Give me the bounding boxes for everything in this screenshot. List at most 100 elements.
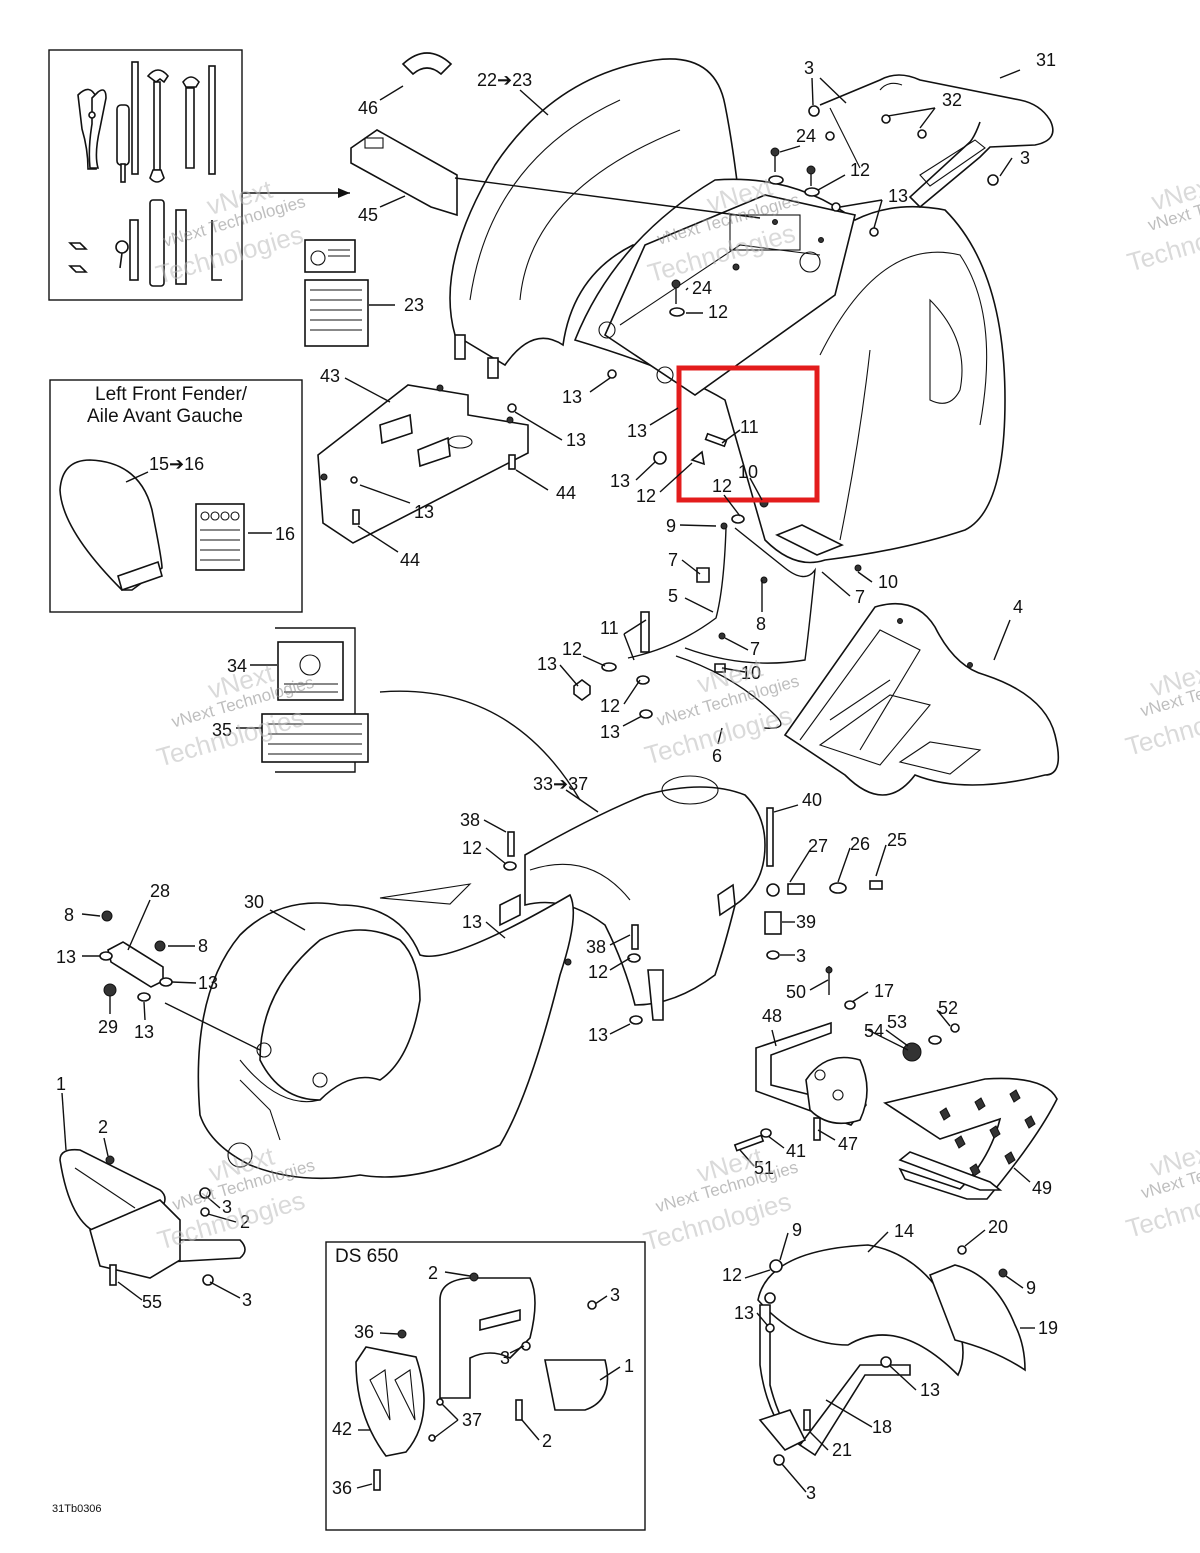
callout-14: 14	[894, 1221, 914, 1241]
callout-13: 13	[56, 947, 76, 967]
bracket-28	[99, 910, 261, 1051]
callout-9: 9	[792, 1220, 802, 1240]
callout-12: 12	[562, 639, 582, 659]
part-45-tool-bag	[350, 129, 458, 217]
highlight-box	[676, 365, 820, 503]
callout-12: 12	[636, 486, 656, 506]
callout-9: 9	[1026, 1278, 1036, 1298]
callout-19: 19	[1038, 1318, 1058, 1338]
callout-21: 21	[832, 1440, 852, 1460]
callout-39: 39	[796, 912, 816, 932]
callout-25: 25	[887, 830, 907, 850]
callout-13: 13	[134, 1022, 154, 1042]
callout-3: 3	[804, 58, 814, 78]
callout-11: 11	[740, 417, 759, 437]
callout-16: 16	[275, 524, 295, 544]
leader-lines	[61, 69, 1035, 1493]
seat-30	[197, 883, 575, 1180]
callout-38: 38	[586, 937, 606, 957]
part-46-clip	[401, 52, 453, 76]
callout-3: 3	[242, 1290, 252, 1310]
callout-3: 3	[796, 946, 806, 966]
callout-2: 2	[542, 1431, 552, 1451]
callout-12: 12	[850, 160, 870, 180]
rear-fender	[449, 58, 1006, 564]
callout-44: 44	[556, 483, 576, 503]
callout-45: 45	[358, 205, 378, 225]
callout-36: 36	[332, 1478, 352, 1498]
callout-26: 26	[850, 834, 870, 854]
callout-13: 13	[562, 387, 582, 407]
callout-10: 10	[738, 462, 758, 482]
bracket-48-assembly	[733, 966, 960, 1152]
callout-10: 10	[741, 663, 761, 683]
box-title-line1: Left Front Fender/	[95, 384, 248, 405]
callout-13: 13	[888, 186, 908, 206]
tube-assembly	[573, 524, 862, 729]
callout-12: 12	[462, 838, 482, 858]
callout-12: 12	[708, 302, 728, 322]
decal-box-34-35	[261, 627, 581, 801]
callout-17: 17	[874, 981, 894, 1001]
callout-7: 7	[855, 587, 865, 607]
spark-plug-tool-icon	[68, 199, 222, 287]
callout-7: 7	[750, 639, 760, 659]
callout-49: 49	[1032, 1178, 1052, 1198]
callout-10: 10	[878, 572, 898, 592]
callout-37: 37	[462, 1410, 482, 1430]
callout-23: 23	[404, 295, 424, 315]
ds650-title: DS 650	[335, 1246, 398, 1267]
callout-24: 24	[692, 278, 712, 298]
callout-12: 12	[722, 1265, 742, 1285]
callout-2: 2	[428, 1263, 438, 1283]
callout-12: 12	[600, 696, 620, 716]
callout-42: 42	[332, 1419, 352, 1439]
callout-29: 29	[98, 1017, 118, 1037]
callout-48: 48	[762, 1006, 782, 1026]
front-fender-4	[783, 603, 1060, 796]
callout-6: 6	[712, 746, 722, 766]
callout-11: 11	[600, 618, 619, 638]
pliers-icon	[77, 88, 107, 170]
fender-hardware	[653, 432, 769, 530]
callout-40: 40	[802, 790, 822, 810]
callout-32: 32	[942, 90, 962, 110]
callout-3: 3	[1020, 148, 1030, 168]
callout-13: 13	[414, 502, 434, 522]
callout-labels: 46 45 23 22➔23 3 31 32 24 3 12 13 24 12 …	[56, 50, 1058, 1503]
callout-2: 2	[98, 1117, 108, 1137]
callout-53: 53	[887, 1012, 907, 1032]
callout-24: 24	[796, 126, 816, 146]
callout-38: 38	[460, 810, 480, 830]
callout-1: 1	[56, 1074, 66, 1094]
callout-31: 31	[1036, 50, 1056, 70]
callout-20: 20	[988, 1217, 1008, 1237]
part-43-panel	[317, 384, 529, 544]
tool-kit-box	[48, 49, 350, 301]
callout-3: 3	[222, 1197, 232, 1217]
callout-3: 3	[500, 1348, 510, 1368]
callout-13: 13	[610, 471, 630, 491]
callout-54: 54	[864, 1021, 884, 1041]
callout-9: 9	[666, 516, 676, 536]
callout-13: 13	[600, 722, 620, 742]
callout-47: 47	[838, 1134, 858, 1154]
callout-50: 50	[786, 982, 806, 1002]
callout-43: 43	[320, 366, 340, 386]
front-fender-right	[757, 1244, 1026, 1466]
callout-46: 46	[358, 98, 378, 118]
callout-8: 8	[756, 614, 766, 634]
callout-35: 35	[212, 720, 232, 740]
callout-51: 51	[754, 1158, 774, 1178]
left-front-fender-box: Left Front Fender/ Aile Avant Gauche	[49, 379, 303, 613]
callout-13: 13	[920, 1380, 940, 1400]
callout-13: 13	[566, 430, 586, 450]
callout-28: 28	[150, 881, 170, 901]
rear-grab-bar-31	[808, 74, 1054, 209]
callout-41: 41	[786, 1141, 806, 1161]
callout-13: 13	[462, 912, 482, 932]
callout-12: 12	[712, 476, 732, 496]
skid-plate-49	[883, 1077, 1058, 1200]
callout-8: 8	[64, 905, 74, 925]
